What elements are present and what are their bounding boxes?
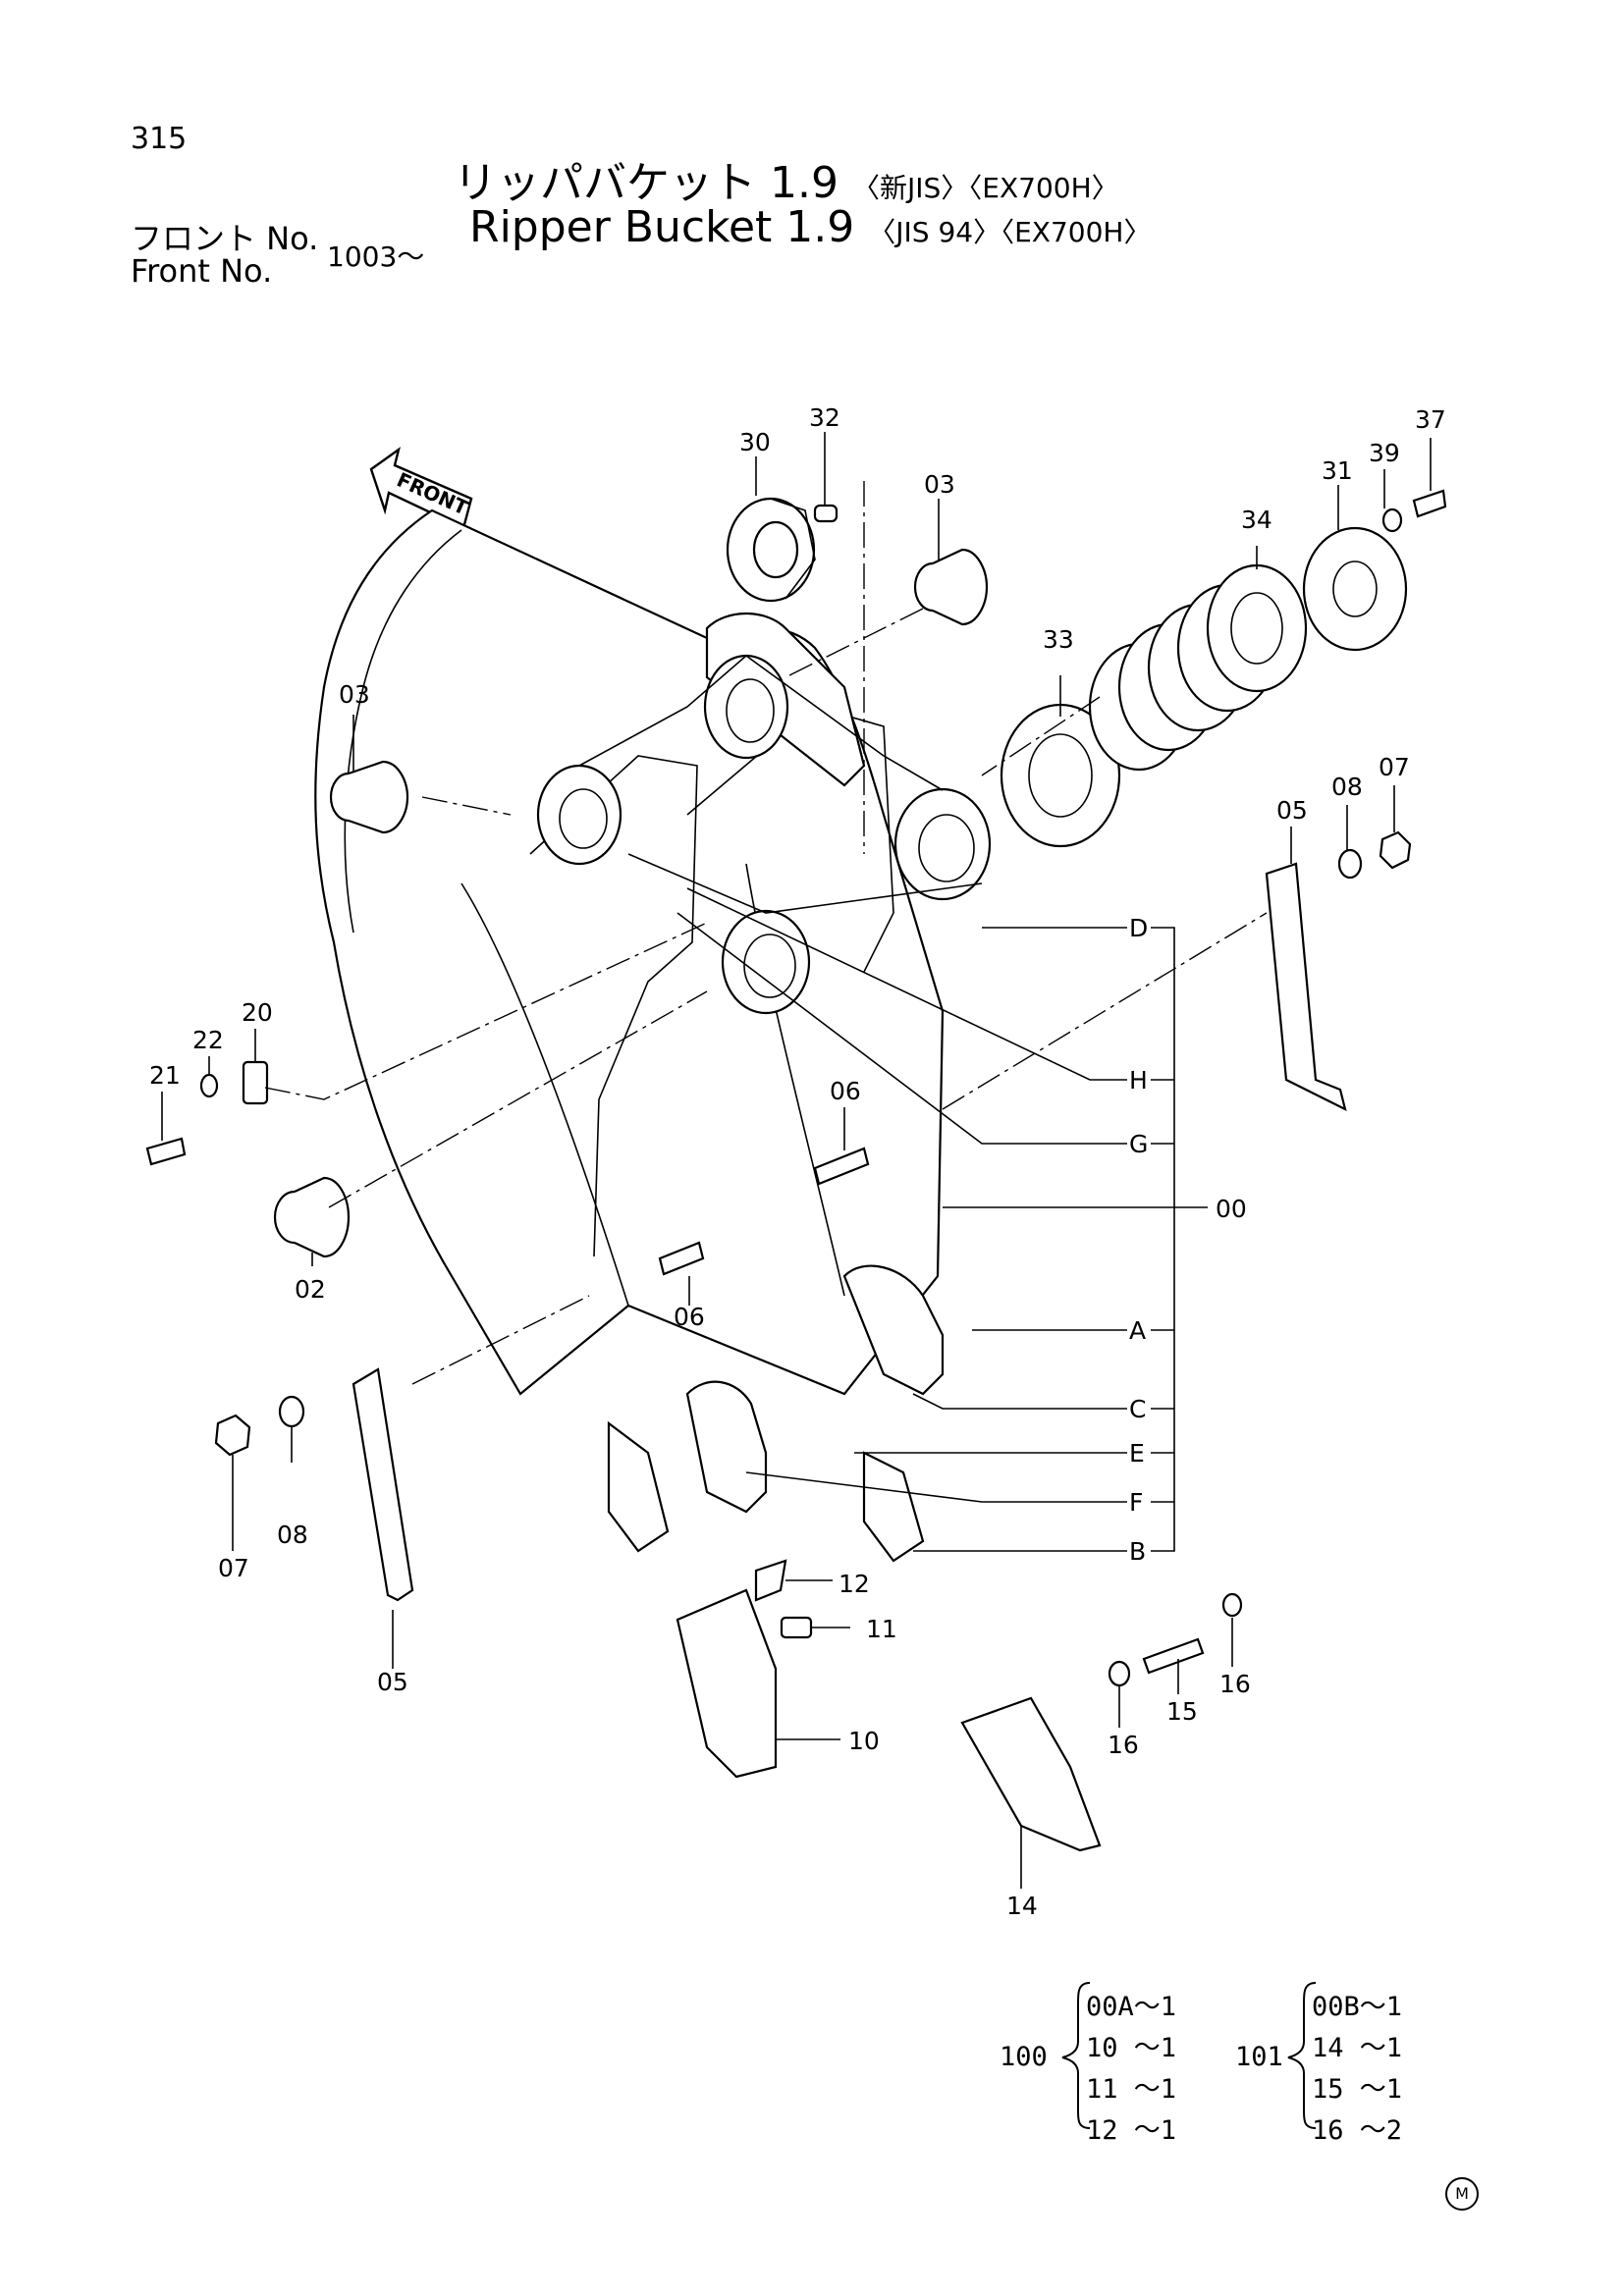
callout-14: 14 bbox=[1006, 1892, 1038, 1920]
callout-07-left: 07 bbox=[218, 1554, 249, 1582]
part-37-bolt bbox=[1412, 489, 1447, 518]
callout-10: 10 bbox=[848, 1727, 880, 1755]
letter-C: C bbox=[1129, 1395, 1146, 1423]
part-16-washer-a bbox=[1108, 1660, 1131, 1687]
callout-39: 39 bbox=[1369, 439, 1400, 467]
callout-08-right: 08 bbox=[1331, 773, 1363, 801]
part-12-lock bbox=[754, 1559, 787, 1602]
part-03-bushing-top bbox=[913, 548, 989, 626]
callout-00: 00 bbox=[1216, 1195, 1247, 1223]
letter-A: A bbox=[1129, 1316, 1146, 1345]
letter-F: F bbox=[1129, 1488, 1143, 1517]
part-15-pin bbox=[1142, 1637, 1205, 1675]
callout-16-b: 16 bbox=[1219, 1670, 1251, 1698]
callout-16-a: 16 bbox=[1108, 1731, 1139, 1759]
front-arrow: FRONT bbox=[369, 447, 473, 530]
part-07-nut-right bbox=[1379, 830, 1412, 870]
kit-101-item: 00B～1 bbox=[1312, 1992, 1403, 2022]
part-16-washer-b bbox=[1221, 1592, 1243, 1618]
letter-G: G bbox=[1129, 1130, 1148, 1158]
callout-34: 34 bbox=[1241, 506, 1272, 534]
title-japanese-main: リッパバケット 1.9 bbox=[454, 158, 839, 208]
part-14-tooth bbox=[960, 1696, 1102, 1852]
kit-101-item: 15 ～1 bbox=[1312, 2074, 1403, 2105]
front-label-japanese: フロント No. bbox=[131, 220, 319, 257]
kit-100-item: 00A～1 bbox=[1086, 1992, 1177, 2022]
kit-101-number: 101 bbox=[1235, 2042, 1283, 2072]
callout-15: 15 bbox=[1166, 1697, 1198, 1726]
part-21-bolt bbox=[145, 1137, 187, 1166]
title-english: Ripper Bucket 1.9 〈JIS 94〉〈EX700H〉 bbox=[469, 202, 1151, 252]
circled-m-mark: M bbox=[1445, 2177, 1479, 2211]
part-10-tooth bbox=[676, 1588, 778, 1779]
callout-06-left: 06 bbox=[674, 1303, 705, 1331]
front-number-range: 1003～ bbox=[327, 240, 425, 273]
title-japanese-tags: 〈新JIS〉〈EX700H〉 bbox=[851, 172, 1119, 204]
callout-33: 33 bbox=[1043, 625, 1074, 654]
callout-21: 21 bbox=[149, 1061, 181, 1090]
part-08-washer-left bbox=[278, 1395, 305, 1428]
callout-32: 32 bbox=[809, 403, 840, 432]
callout-37: 37 bbox=[1415, 405, 1446, 434]
callout-22: 22 bbox=[192, 1026, 224, 1054]
part-05-side-plate-right bbox=[1265, 862, 1347, 1112]
part-06-bolt-right bbox=[813, 1147, 870, 1186]
part-02-bushing bbox=[273, 1176, 351, 1258]
callout-05-right: 05 bbox=[1276, 796, 1308, 825]
callout-06-right: 06 bbox=[830, 1077, 861, 1105]
kit-101-item: 16 ～2 bbox=[1312, 2115, 1403, 2146]
kit-100-number: 100 bbox=[1000, 2042, 1048, 2072]
kit-100-item: 11 ～1 bbox=[1086, 2074, 1177, 2105]
part-20-plate bbox=[242, 1060, 269, 1105]
front-label-english: Front No. bbox=[131, 252, 273, 290]
callout-31: 31 bbox=[1322, 456, 1353, 485]
part-31-plate bbox=[1302, 526, 1408, 652]
callout-07-right: 07 bbox=[1379, 753, 1410, 781]
bucket-body bbox=[314, 508, 992, 1563]
letter-E: E bbox=[1129, 1439, 1145, 1468]
letter-H: H bbox=[1129, 1066, 1148, 1095]
callout-02: 02 bbox=[295, 1275, 326, 1304]
part-11-pin bbox=[780, 1616, 813, 1639]
callout-03-top: 03 bbox=[924, 470, 955, 499]
letter-B: B bbox=[1129, 1537, 1146, 1566]
callout-11: 11 bbox=[866, 1615, 897, 1643]
kit-100-item: 12 ～1 bbox=[1086, 2115, 1177, 2146]
part-08-washer-right bbox=[1337, 848, 1363, 880]
part-06-bolt-left bbox=[658, 1241, 705, 1276]
callout-05-left: 05 bbox=[377, 1668, 408, 1696]
part-32-plug bbox=[813, 504, 839, 523]
title-english-main: Ripper Bucket 1.9 bbox=[469, 202, 855, 252]
page-number: 315 bbox=[131, 122, 188, 156]
title-japanese: リッパバケット 1.9 〈新JIS〉〈EX700H〉 bbox=[454, 147, 1119, 210]
part-07-nut-left bbox=[214, 1414, 251, 1457]
kit-100-item: 10 ～1 bbox=[1086, 2033, 1177, 2063]
part-39-washer bbox=[1381, 507, 1403, 533]
part-22-washer bbox=[199, 1073, 219, 1098]
callout-30: 30 bbox=[739, 428, 771, 456]
callout-20: 20 bbox=[242, 998, 273, 1027]
letter-D: D bbox=[1129, 914, 1148, 942]
part-34-shims bbox=[1088, 563, 1308, 772]
title-english-tags: 〈JIS 94〉〈EX700H〉 bbox=[868, 216, 1152, 248]
callout-08-left: 08 bbox=[277, 1521, 308, 1549]
part-05-side-plate-left bbox=[352, 1367, 414, 1602]
callout-03-left: 03 bbox=[339, 680, 370, 709]
callout-12: 12 bbox=[839, 1570, 870, 1598]
part-03-bushing-left bbox=[329, 760, 409, 834]
kit-101-item: 14 ～1 bbox=[1312, 2033, 1403, 2063]
part-30-seal bbox=[726, 497, 816, 603]
